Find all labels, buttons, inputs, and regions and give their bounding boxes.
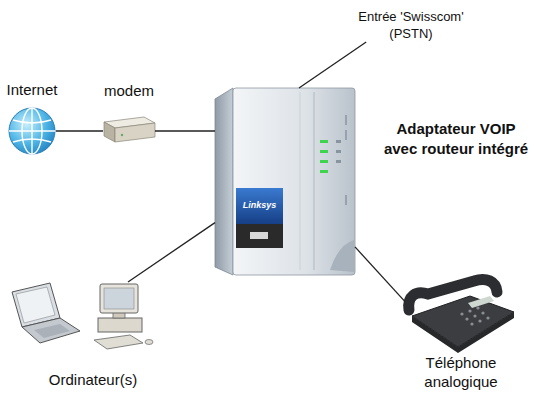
adapter-side xyxy=(215,88,233,275)
phone-key xyxy=(465,317,468,320)
phone-base xyxy=(412,296,514,347)
phone-keypad xyxy=(460,306,489,325)
node-label: modem xyxy=(93,82,165,100)
adapter-badge xyxy=(250,232,268,239)
modem-led xyxy=(121,134,123,136)
pstn-entry: Entrée 'Swisscom' (PSTN) xyxy=(355,8,467,42)
brand-logo: Linksys xyxy=(236,200,283,210)
globe-icon xyxy=(9,108,55,154)
phone-key xyxy=(470,322,473,325)
desktop-case xyxy=(98,318,142,332)
computers: Ordinateur(s) xyxy=(8,282,158,352)
phone-handset xyxy=(409,279,497,310)
phone-key xyxy=(460,312,463,315)
analog-phone: Téléphone analogique xyxy=(405,280,517,352)
node-label: Internet xyxy=(0,81,64,99)
node-label: Entrée 'Swisscom' (PSTN) xyxy=(355,8,467,42)
internet-globe: Internet xyxy=(8,107,56,155)
adapter-front xyxy=(233,88,355,275)
adapter-corner xyxy=(330,240,354,272)
monitor xyxy=(100,284,138,313)
connector-line xyxy=(155,130,215,131)
phone-key xyxy=(486,316,489,319)
adapter-ridge xyxy=(314,92,315,270)
globe-parallel xyxy=(9,130,55,131)
modem-front xyxy=(115,123,155,142)
voip-adapter: Adaptateur VOIP avec routeur intégré xyxy=(215,88,355,275)
monitor-screen xyxy=(104,288,134,309)
mouse xyxy=(145,340,153,345)
adapter-led xyxy=(320,160,328,163)
voip-adapter-icon xyxy=(215,88,355,275)
node-label: Ordinateur(s) xyxy=(33,371,153,389)
modem-side xyxy=(104,122,115,142)
adapter-icon xyxy=(336,150,341,153)
adapter-ridge xyxy=(300,92,301,270)
laptop-display xyxy=(16,287,55,323)
laptop-base xyxy=(22,318,80,343)
laptop-keyboard xyxy=(34,324,70,338)
globe-body xyxy=(9,108,55,154)
node-label: Téléphone analogique xyxy=(405,353,517,391)
adapter-vent xyxy=(345,195,347,205)
adapter-logo-panel xyxy=(236,188,283,224)
connector-line xyxy=(56,130,103,131)
globe-parallel xyxy=(13,120,51,123)
connector-line xyxy=(355,247,405,302)
connector-line xyxy=(299,42,366,88)
modem-box: modem xyxy=(103,117,155,143)
adapter-icon xyxy=(336,160,341,163)
adapter-led xyxy=(320,170,328,173)
phone-base-edge xyxy=(412,312,514,353)
phone-display xyxy=(468,296,494,308)
phone-key xyxy=(473,314,476,317)
phone-key xyxy=(468,309,471,312)
phone-key xyxy=(476,306,479,309)
phone-key xyxy=(478,319,481,322)
adapter-icon xyxy=(336,140,341,143)
node-label: Adaptateur VOIP avec routeur intégré xyxy=(381,119,531,159)
keyboard xyxy=(94,335,143,349)
adapter-dark-panel xyxy=(236,224,283,248)
globe-parallel xyxy=(13,139,51,142)
adapter-vent xyxy=(345,130,347,140)
adapter-led xyxy=(320,140,328,143)
adapter-vent xyxy=(345,115,347,125)
adapter-led xyxy=(320,150,328,153)
phone-icon xyxy=(409,279,514,353)
modem-icon xyxy=(104,117,155,142)
computers-icon xyxy=(12,283,153,349)
phone-key xyxy=(481,311,484,314)
connector-line xyxy=(128,223,215,282)
